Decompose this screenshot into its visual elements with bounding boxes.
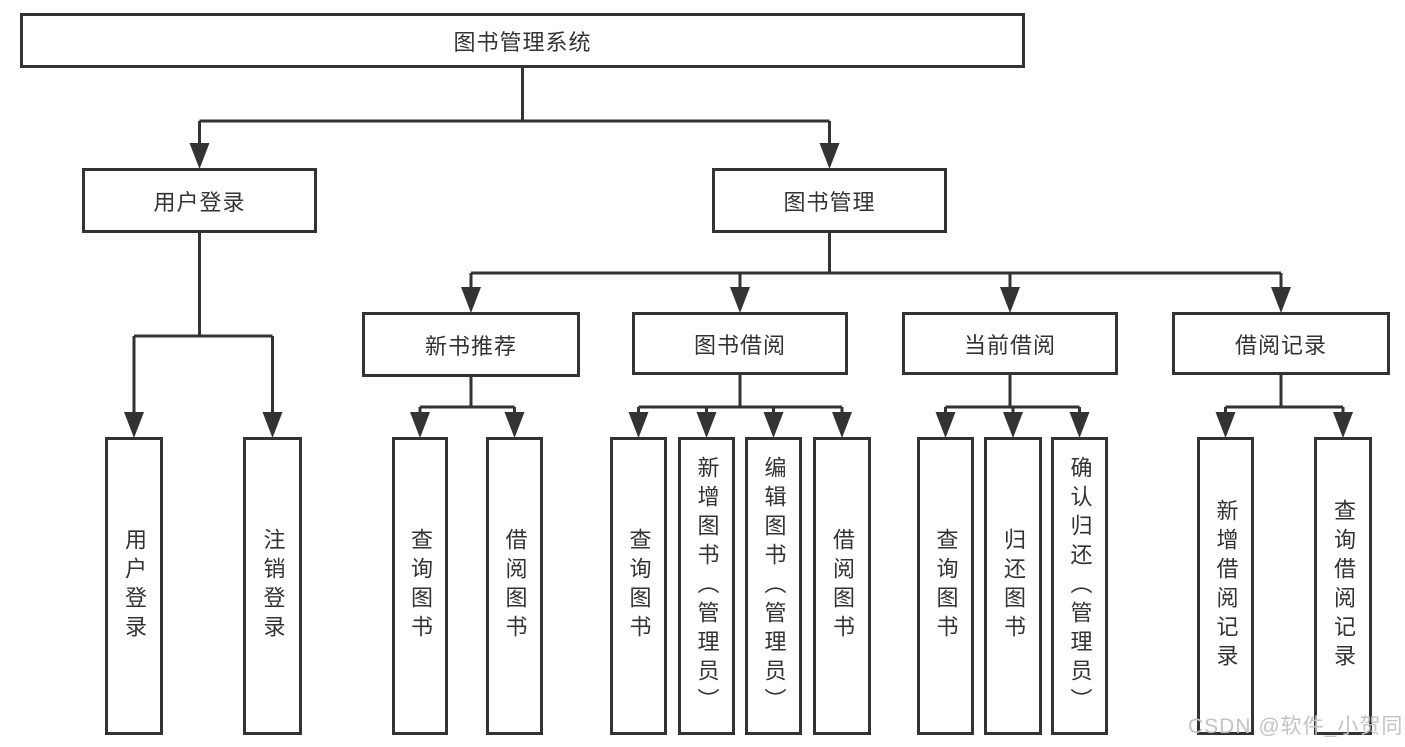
node-label-book-borrow: 图书借阅 <box>693 332 786 358</box>
node-label-login-user: 用户登录 <box>122 528 147 644</box>
arrowhead-icon <box>1271 287 1291 313</box>
node-label-user-login: 用户登录 <box>153 189 246 215</box>
node-label-current-return-books: 归还图书 <box>1001 528 1026 644</box>
node-label-rec-query-books: 查询图书 <box>408 528 433 644</box>
node-records-query-record: 查询借阅记录 <box>1314 437 1372 735</box>
arrowhead-icon <box>935 412 956 438</box>
arrowhead-icon <box>1000 287 1020 313</box>
edge-borrow-records <box>1224 373 1345 427</box>
node-records-add-record: 新增借阅记录 <box>1197 437 1254 735</box>
node-borrow-query-books: 查询图书 <box>610 437 667 735</box>
edge-book-mgmt <box>469 231 1283 302</box>
arrowhead-icon <box>1215 412 1236 438</box>
edge-current-borrow <box>944 373 1081 427</box>
arrowhead-icon <box>1003 412 1023 438</box>
node-borrow-records: 借阅记录 <box>1172 312 1390 375</box>
node-label-borrow-records: 借阅记录 <box>1234 332 1327 358</box>
node-label-borrow-add-books-admin: 新增图书（管理员） <box>694 455 720 717</box>
arrowhead-icon <box>832 412 852 438</box>
edge-system-root <box>198 66 831 158</box>
node-label-borrow-borrow-books: 借阅图书 <box>830 528 855 644</box>
arrowhead-icon <box>461 287 481 313</box>
node-label-new-book-rec: 新书推荐 <box>424 333 517 359</box>
arrowhead-icon <box>1333 412 1353 438</box>
node-label-book-mgmt: 图书管理 <box>783 189 876 215</box>
node-current-borrow: 当前借阅 <box>902 312 1118 375</box>
arrowhead-icon <box>696 412 717 438</box>
node-label-borrow-query-books: 查询图书 <box>626 528 652 644</box>
node-label-system-root: 图书管理系统 <box>453 29 592 55</box>
node-book-mgmt: 图书管理 <box>712 168 947 233</box>
node-label-login-logout: 注销登录 <box>260 528 286 644</box>
node-label-records-add-record: 新增借阅记录 <box>1213 499 1239 673</box>
node-login-user: 用户登录 <box>105 437 163 735</box>
arrowhead-icon <box>763 412 784 438</box>
node-new-book-rec: 新书推荐 <box>362 312 580 377</box>
node-rec-query-books: 查询图书 <box>392 437 448 735</box>
node-login-logout: 注销登录 <box>243 437 302 735</box>
node-label-current-borrow: 当前借阅 <box>963 332 1056 358</box>
node-borrow-borrow-books: 借阅图书 <box>813 437 871 735</box>
arrowhead-icon <box>410 412 430 438</box>
node-user-login: 用户登录 <box>82 168 317 233</box>
node-current-confirm-return-admin: 确认归还（管理员） <box>1051 437 1108 735</box>
arrowhead-icon <box>1069 412 1090 438</box>
arrowhead-icon <box>504 412 525 438</box>
node-borrow-add-books-admin: 新增图书（管理员） <box>678 437 735 735</box>
arrowhead-icon <box>628 412 649 438</box>
node-label-records-query-record: 查询借阅记录 <box>1331 499 1356 673</box>
node-current-return-books: 归还图书 <box>984 437 1042 735</box>
node-borrow-edit-books-admin: 编辑图书（管理员） <box>745 437 802 735</box>
arrowhead-icon <box>819 143 840 169</box>
arrowhead-icon <box>262 412 283 438</box>
node-label-current-confirm-return-admin: 确认归还（管理员） <box>1067 455 1093 717</box>
edge-new-book-rec <box>418 375 516 427</box>
arrowhead-icon <box>124 412 144 438</box>
node-label-rec-borrow-books: 借阅图书 <box>502 528 528 644</box>
arrowhead-icon <box>189 143 210 169</box>
node-label-current-query-books: 查询图书 <box>933 528 959 644</box>
node-current-query-books: 查询图书 <box>917 437 974 735</box>
edge-user-login <box>132 231 274 427</box>
arrowhead-icon <box>730 287 750 313</box>
node-system-root: 图书管理系统 <box>20 13 1025 68</box>
watermark: CSDN @软件_小贺同学 <box>1188 715 1405 738</box>
node-rec-borrow-books: 借阅图书 <box>486 437 543 735</box>
node-label-borrow-edit-books-admin: 编辑图书（管理员） <box>761 455 787 717</box>
edge-book-borrow <box>637 373 844 427</box>
node-book-borrow: 图书借阅 <box>632 312 848 375</box>
